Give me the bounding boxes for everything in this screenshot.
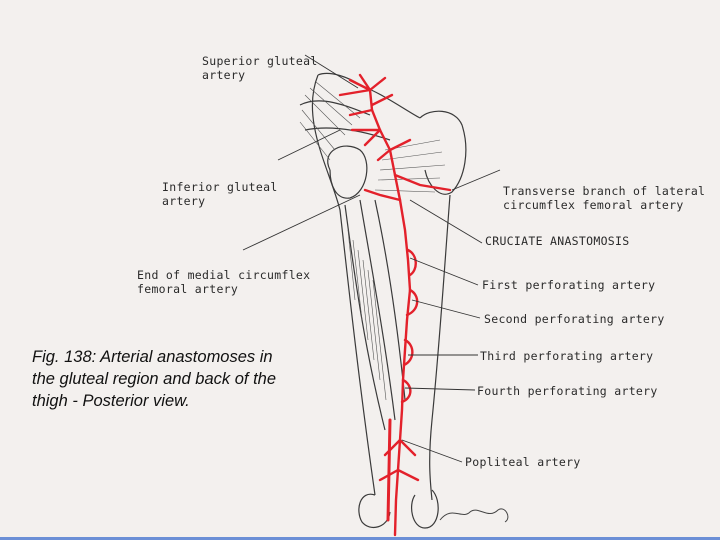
thigh-outline [300, 73, 466, 528]
caption-line-3: thigh - Posterior view. [32, 390, 322, 412]
artist-signature [440, 509, 508, 522]
label-second-perforating: Second perforating artery [484, 312, 665, 326]
artery-network [340, 75, 450, 535]
caption-line-2: the gluteal region and back of the [32, 368, 322, 390]
label-third-perforating: Third perforating artery [480, 349, 653, 363]
label-fourth-perforating: Fourth perforating artery [477, 384, 658, 398]
figure-caption: Fig. 138: Arterial anastomoses in the gl… [32, 346, 322, 412]
caption-line-1: Fig. 138: Arterial anastomoses in [32, 346, 322, 368]
label-popliteal: Popliteal artery [465, 455, 581, 469]
label-cruciate-anastomosis: CRUCIATE ANASTOMOSIS [485, 234, 629, 248]
label-first-perforating: First perforating artery [482, 278, 655, 292]
